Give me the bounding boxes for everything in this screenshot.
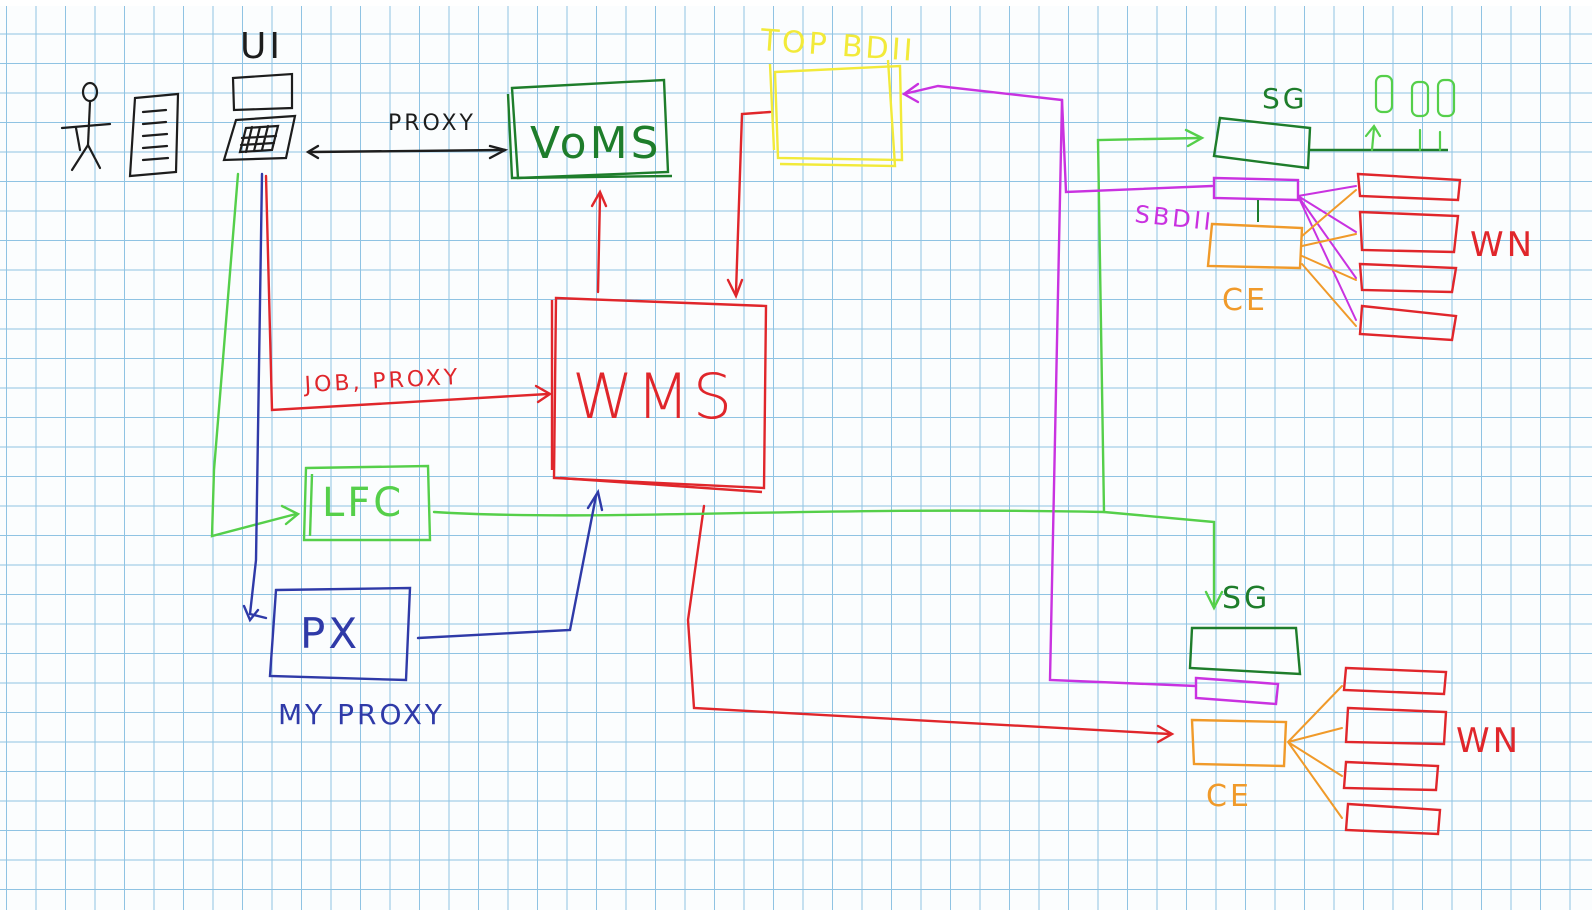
px-box [268, 586, 412, 682]
voms-label: VoMS [530, 118, 662, 169]
sbdii-to-top-bdii-lines [901, 82, 1214, 688]
storage-tapes-icon [1364, 74, 1456, 152]
sg-top-box [1212, 116, 1448, 170]
proxy-label: PROXY [388, 111, 476, 136]
top-bdii-box [768, 59, 904, 168]
sbdii-top-box [1212, 176, 1300, 202]
ce-to-wn-bottom-links [1287, 685, 1343, 819]
person-icon [60, 81, 112, 172]
lfc-box [302, 464, 432, 542]
job-proxy-label: JOB, PROXY [302, 365, 461, 398]
lfc-to-sg-lines [432, 128, 1224, 611]
ce-top-label: CE [1222, 283, 1268, 318]
ui-to-lfc-arrow [210, 172, 301, 538]
wms-to-voms-arrow [590, 189, 608, 294]
ui-label: UI [240, 26, 283, 67]
sbdii-label: SBDII [1133, 200, 1215, 236]
ce-top-box [1206, 222, 1304, 270]
px-to-wms-arrow [416, 488, 604, 640]
wn-bottom-label: WN [1456, 721, 1521, 761]
wn-top-label: WN [1470, 225, 1535, 265]
sbdii-bottom-box [1194, 676, 1280, 706]
ui-to-wms-job-arrow [264, 174, 553, 412]
px-label: PX [300, 609, 360, 658]
wms-box [550, 296, 768, 494]
bdii-to-wms-arrow [726, 110, 772, 299]
voms-box [506, 78, 673, 180]
sg-bottom-label: SG [1222, 581, 1270, 616]
top-bdii-label: TOP BDII [758, 23, 916, 69]
sg-top-label: SG [1262, 82, 1307, 115]
wn-top-nodes [1356, 172, 1462, 342]
wms-to-ce-arrow [686, 504, 1175, 744]
laptop-icon [222, 72, 297, 162]
my-proxy-label: MY PROXY [278, 698, 445, 731]
ce-bottom-label: CE [1206, 779, 1252, 814]
ui-voms-proxy-arrow [305, 144, 509, 160]
sg-bottom-box [1188, 626, 1302, 676]
wn-bottom-nodes [1342, 666, 1448, 836]
ui-to-px-arrow [242, 172, 268, 623]
lfc-label: LFC [322, 480, 404, 526]
document-icon [128, 92, 180, 178]
ce-to-wn-top-links [1297, 185, 1357, 327]
wms-label: WMS [572, 360, 735, 433]
ce-bottom-box [1190, 718, 1288, 768]
